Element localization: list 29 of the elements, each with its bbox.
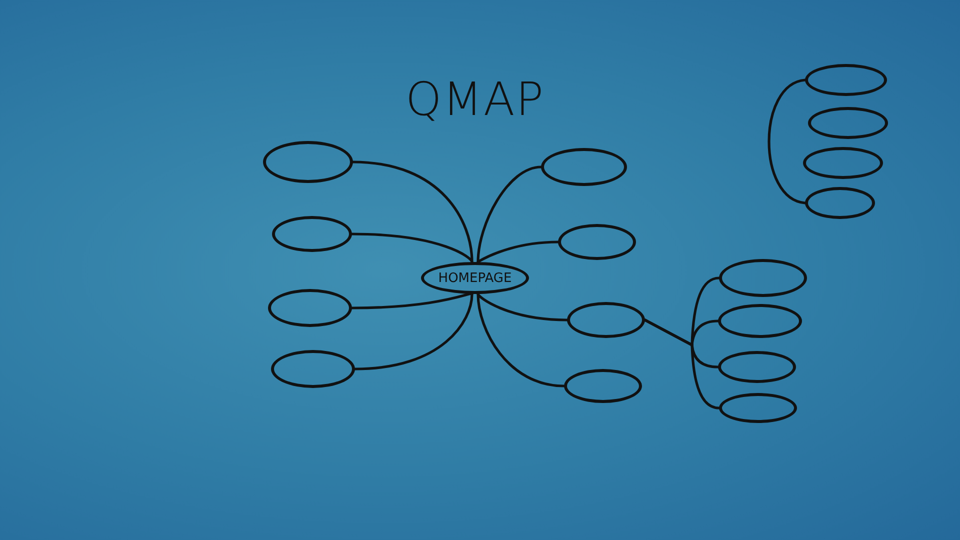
empty-oval [272,216,352,252]
connector-line [476,292,566,388]
connector-line [476,166,542,264]
title: QMAP [404,72,546,126]
empty-oval [718,351,796,383]
empty-oval [808,107,888,139]
connector-line [354,292,474,370]
connector-line [644,318,720,410]
empty-oval [541,148,627,186]
connector-line [350,292,474,310]
connector-line [768,78,806,204]
empty-oval [263,141,353,183]
connector-line [350,232,474,264]
empty-oval [719,259,807,297]
empty-oval [718,304,802,338]
oval-node [421,262,529,294]
empty-oval [803,147,883,179]
empty-oval [558,224,636,260]
empty-oval [805,64,887,96]
connector-line [476,240,560,264]
empty-oval [268,289,352,327]
empty-oval [567,302,645,338]
connector-line [352,160,474,264]
connector-line [476,292,568,322]
empty-oval [719,393,797,423]
empty-oval [564,369,642,403]
empty-oval [271,350,355,388]
empty-oval [805,187,875,219]
node-label: HOMEPAGE [438,270,512,286]
